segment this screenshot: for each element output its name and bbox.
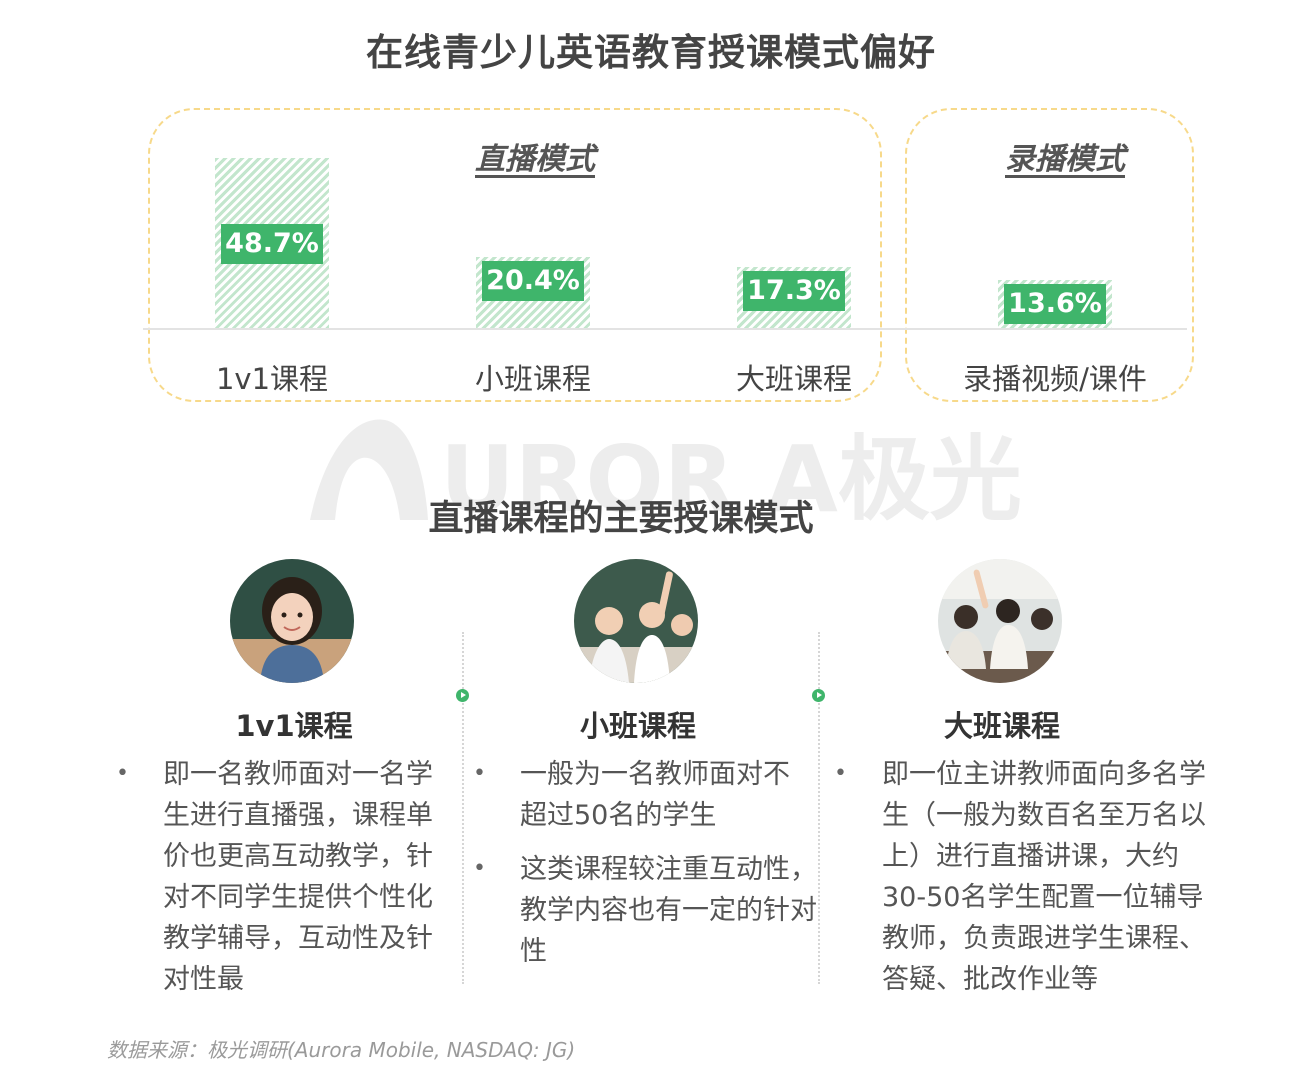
arrow-right-icon xyxy=(812,689,825,702)
bullet-dot: • xyxy=(473,761,486,786)
classroom-hands-raised-photo-icon xyxy=(574,559,698,683)
group-title-recorded: 录播模式 xyxy=(1005,142,1125,177)
main-title: 在线青少儿英语教育授课模式偏好 xyxy=(366,31,936,74)
section-title: 直播课程的主要授课模式 xyxy=(428,499,814,539)
category-label-3: 录播视频/课件 xyxy=(963,362,1147,396)
source-note: 数据来源：极光调研(Aurora Mobile, NASDAQ: JG) xyxy=(107,1038,576,1062)
bar-value-label-2: 17.3% xyxy=(743,271,845,312)
avatar-child-portrait xyxy=(230,559,354,683)
live-mode-frame xyxy=(148,108,882,402)
bar-value-label-3: 13.6% xyxy=(1004,284,1106,325)
bar-value-label-1: 20.4% xyxy=(482,260,584,301)
bullet-dot: • xyxy=(834,761,847,786)
aurora-watermark: UROR A极光 xyxy=(300,405,1022,533)
avatar-small-class xyxy=(574,559,698,683)
recorded-mode-frame xyxy=(905,108,1194,402)
column-1v1-desc: 即一名教师面对一名学生进行直播强，课程单价也更高互动教学，针对不同学生提供个性化… xyxy=(163,759,433,995)
bullet-dot: • xyxy=(473,856,486,881)
aurora-logo-icon xyxy=(310,419,428,520)
group-title-live: 直播模式 xyxy=(475,142,595,177)
watermark-text: UROR A极光 xyxy=(440,426,1022,533)
column-divider-2 xyxy=(818,632,820,984)
category-label-0: 1v1课程 xyxy=(215,362,329,396)
column-small-class-desc-1: 一般为一名教师面对不超过50名的学生 xyxy=(520,759,790,831)
chart-baseline xyxy=(143,328,1187,330)
category-label-1: 小班课程 xyxy=(474,362,591,396)
column-divider-1 xyxy=(462,632,464,984)
column-title-1v1: 1v1课程 xyxy=(235,709,353,743)
arrow-right-icon xyxy=(456,689,469,702)
column-large-class-desc: 即一位主讲教师面向多名学生（一般为数百名至万名以上）进行直播讲课，大约30-50… xyxy=(882,759,1206,995)
column-title-large-class: 大班课程 xyxy=(943,709,1060,743)
category-label-2: 大班课程 xyxy=(735,362,852,396)
bar-value-label-0: 48.7% xyxy=(221,223,323,264)
column-title-small-class: 小班课程 xyxy=(579,709,696,743)
column-small-class-desc-2: 这类课程较注重互动性，教学内容也有一定的针对性 xyxy=(520,854,817,967)
avatar-large-class xyxy=(938,559,1062,683)
large-class-photo-icon xyxy=(938,559,1062,683)
bullet-dot: • xyxy=(116,761,129,786)
child-portrait-photo-icon xyxy=(230,559,354,683)
